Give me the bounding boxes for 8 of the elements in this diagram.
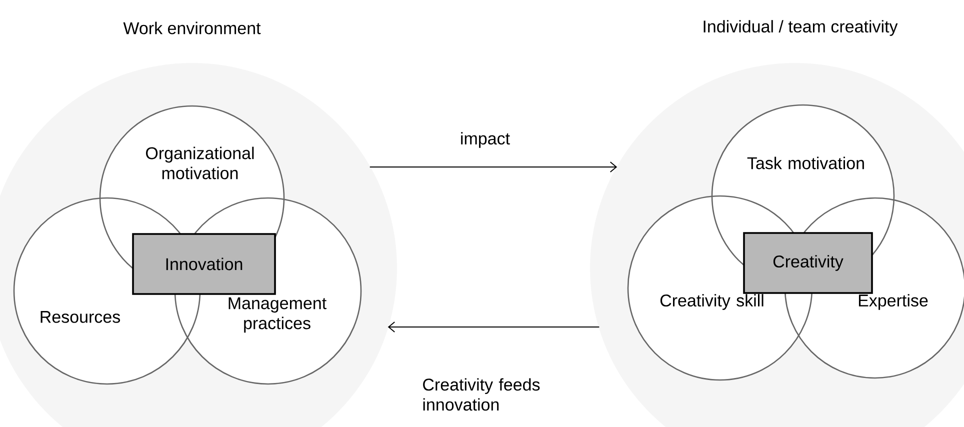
arrow <box>388 321 600 332</box>
node-label: Individual / team creativity <box>704 20 898 36</box>
edge-label: impact <box>461 132 510 148</box>
node-label: Work environment <box>123 22 261 34</box>
edge-label: Creativity feeds innovation <box>423 378 540 411</box>
label-box: Innovation <box>132 233 276 295</box>
arrow <box>369 162 618 172</box>
label-box: Creativity <box>743 232 873 294</box>
